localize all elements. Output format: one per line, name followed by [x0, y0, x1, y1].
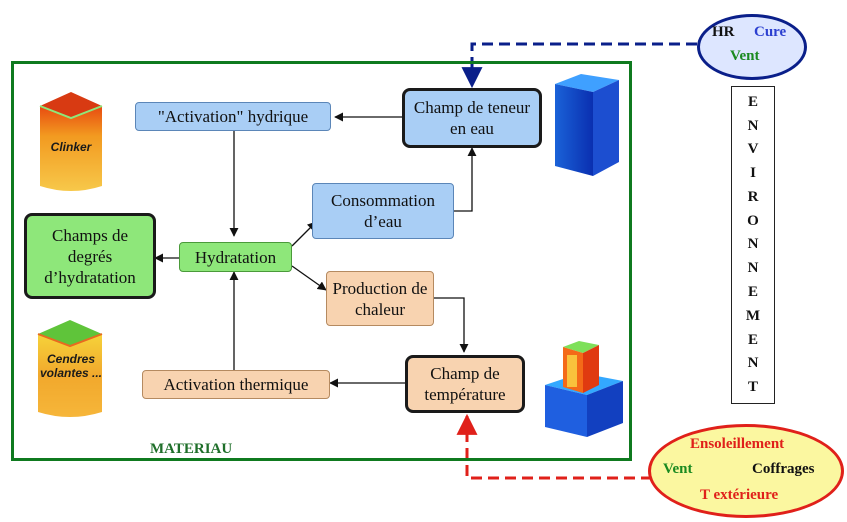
env-letter: O — [747, 212, 759, 229]
env-letter: R — [747, 188, 759, 205]
arrow-production-to-temperature — [434, 297, 469, 353]
ensoleillement-ellipse — [648, 424, 844, 518]
box-activation-thermique: Activation thermique — [142, 370, 330, 399]
cendres-volantes-label: Cendres volantes ... — [39, 352, 103, 380]
hr-label: HR — [712, 24, 735, 40]
env-letter: T — [747, 379, 758, 396]
environnement-box: E N V I R O N N E M E N T — [731, 86, 775, 404]
vent-label-bottom: Vent — [663, 461, 693, 477]
box-hydratation: Hydratation — [179, 242, 292, 272]
dashed-link-bottom — [456, 413, 652, 480]
env-letter: N — [747, 355, 759, 372]
box-champ-temperature: Champ de température — [405, 355, 525, 413]
box-production-chaleur: Production de chaleur — [326, 271, 434, 326]
cure-label: Cure — [754, 24, 787, 40]
temperature-model-image — [545, 341, 623, 437]
box-champs-degres-hydratation: Champs de degrés d’hydratation — [24, 213, 156, 299]
env-letter: E — [747, 93, 758, 110]
t-exterieure-label: T extérieure — [700, 487, 779, 503]
env-letter: E — [747, 331, 758, 348]
cendres-volantes-cylinder-image — [37, 320, 103, 417]
coffrages-label: Coffrages — [752, 461, 815, 477]
env-letter: E — [747, 284, 758, 301]
arrow-consommation-to-teneur — [454, 147, 477, 212]
vent-label-top: Vent — [730, 48, 760, 64]
ensoleillement-label: Ensoleillement — [690, 436, 785, 452]
env-letter: N — [747, 117, 759, 134]
water-content-model-image — [555, 74, 619, 176]
env-letter: V — [747, 141, 759, 158]
box-consommation-eau: Consommation d’eau — [312, 183, 454, 239]
hr-cure-vent-ellipse — [697, 14, 807, 80]
env-letter: M — [745, 307, 761, 324]
dashed-link-top — [461, 42, 697, 89]
materiau-label: MATERIAU — [150, 441, 233, 457]
env-letter: I — [750, 165, 756, 182]
materiau-frame — [11, 61, 632, 461]
arrow-hydratation-to-production — [291, 265, 327, 291]
box-champ-teneur-eau: Champ de teneur en eau — [402, 88, 542, 148]
box-activation-hydrique: "Activation" hydrique — [135, 102, 331, 131]
env-letter: N — [747, 236, 759, 253]
env-letter: N — [747, 260, 759, 277]
clinker-label: Clinker — [50, 140, 92, 154]
clinker-cylinder-image — [39, 92, 103, 191]
